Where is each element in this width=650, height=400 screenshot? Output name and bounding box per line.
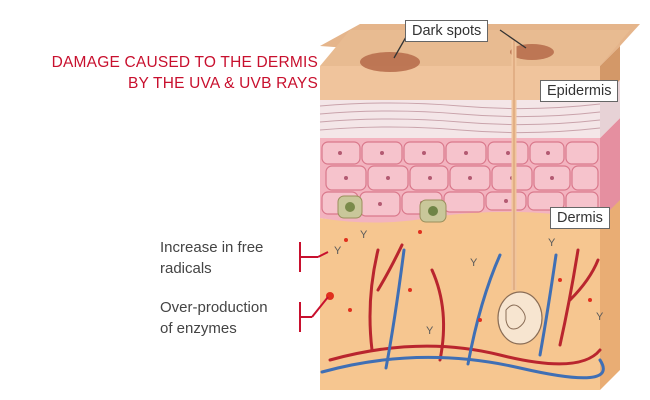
indicator-free-radicals [299, 242, 329, 272]
callout-dark-spots: Dark spots [405, 20, 489, 42]
stratum-lines [319, 102, 601, 134]
label-free-radicals-line-2: radicals [160, 260, 212, 277]
hair-bulb [497, 291, 543, 345]
callout-epidermis: Epidermis [540, 80, 619, 102]
free-radical-symbol: Y [426, 325, 434, 337]
label-enzymes-line-2: of enzymes [160, 320, 237, 337]
label-enzymes: Over-production of enzymes [160, 297, 268, 339]
callout-dermis: Dermis [550, 207, 610, 229]
enzyme-markers [326, 230, 592, 322]
free-radical-symbol: Y [334, 245, 342, 257]
dermis-side-face [600, 198, 620, 390]
veins [320, 248, 605, 380]
label-free-radicals: Increase in free radicals [160, 237, 263, 279]
epidermis-cells [321, 141, 599, 217]
free-radical-symbol: Y [548, 237, 556, 249]
damaged-cells [337, 195, 447, 223]
epidermis-side-face [600, 118, 620, 220]
free-radical-symbol: Y [596, 311, 604, 323]
label-enzymes-line-1: Over-production [160, 299, 268, 316]
dark-spot-left [360, 52, 420, 72]
free-radical-markers: Y Y Y Y Y Y [334, 229, 604, 337]
diagram-title: DAMAGE CAUSED TO THE DERMIS BY THE UVA &… [18, 52, 318, 94]
arteries [328, 243, 602, 366]
title-line-2: BY THE UVA & UVB RAYS [128, 75, 318, 92]
dark-spot-right [510, 44, 554, 60]
label-free-radicals-line-1: Increase in free [160, 239, 264, 256]
title-line-1: DAMAGE CAUSED TO THE DERMIS [51, 54, 318, 71]
epidermis-cell-nuclei [338, 151, 554, 206]
free-radical-symbol: Y [470, 257, 478, 269]
free-radical-symbol: Y [360, 229, 368, 241]
indicator-enzymes [299, 296, 329, 332]
